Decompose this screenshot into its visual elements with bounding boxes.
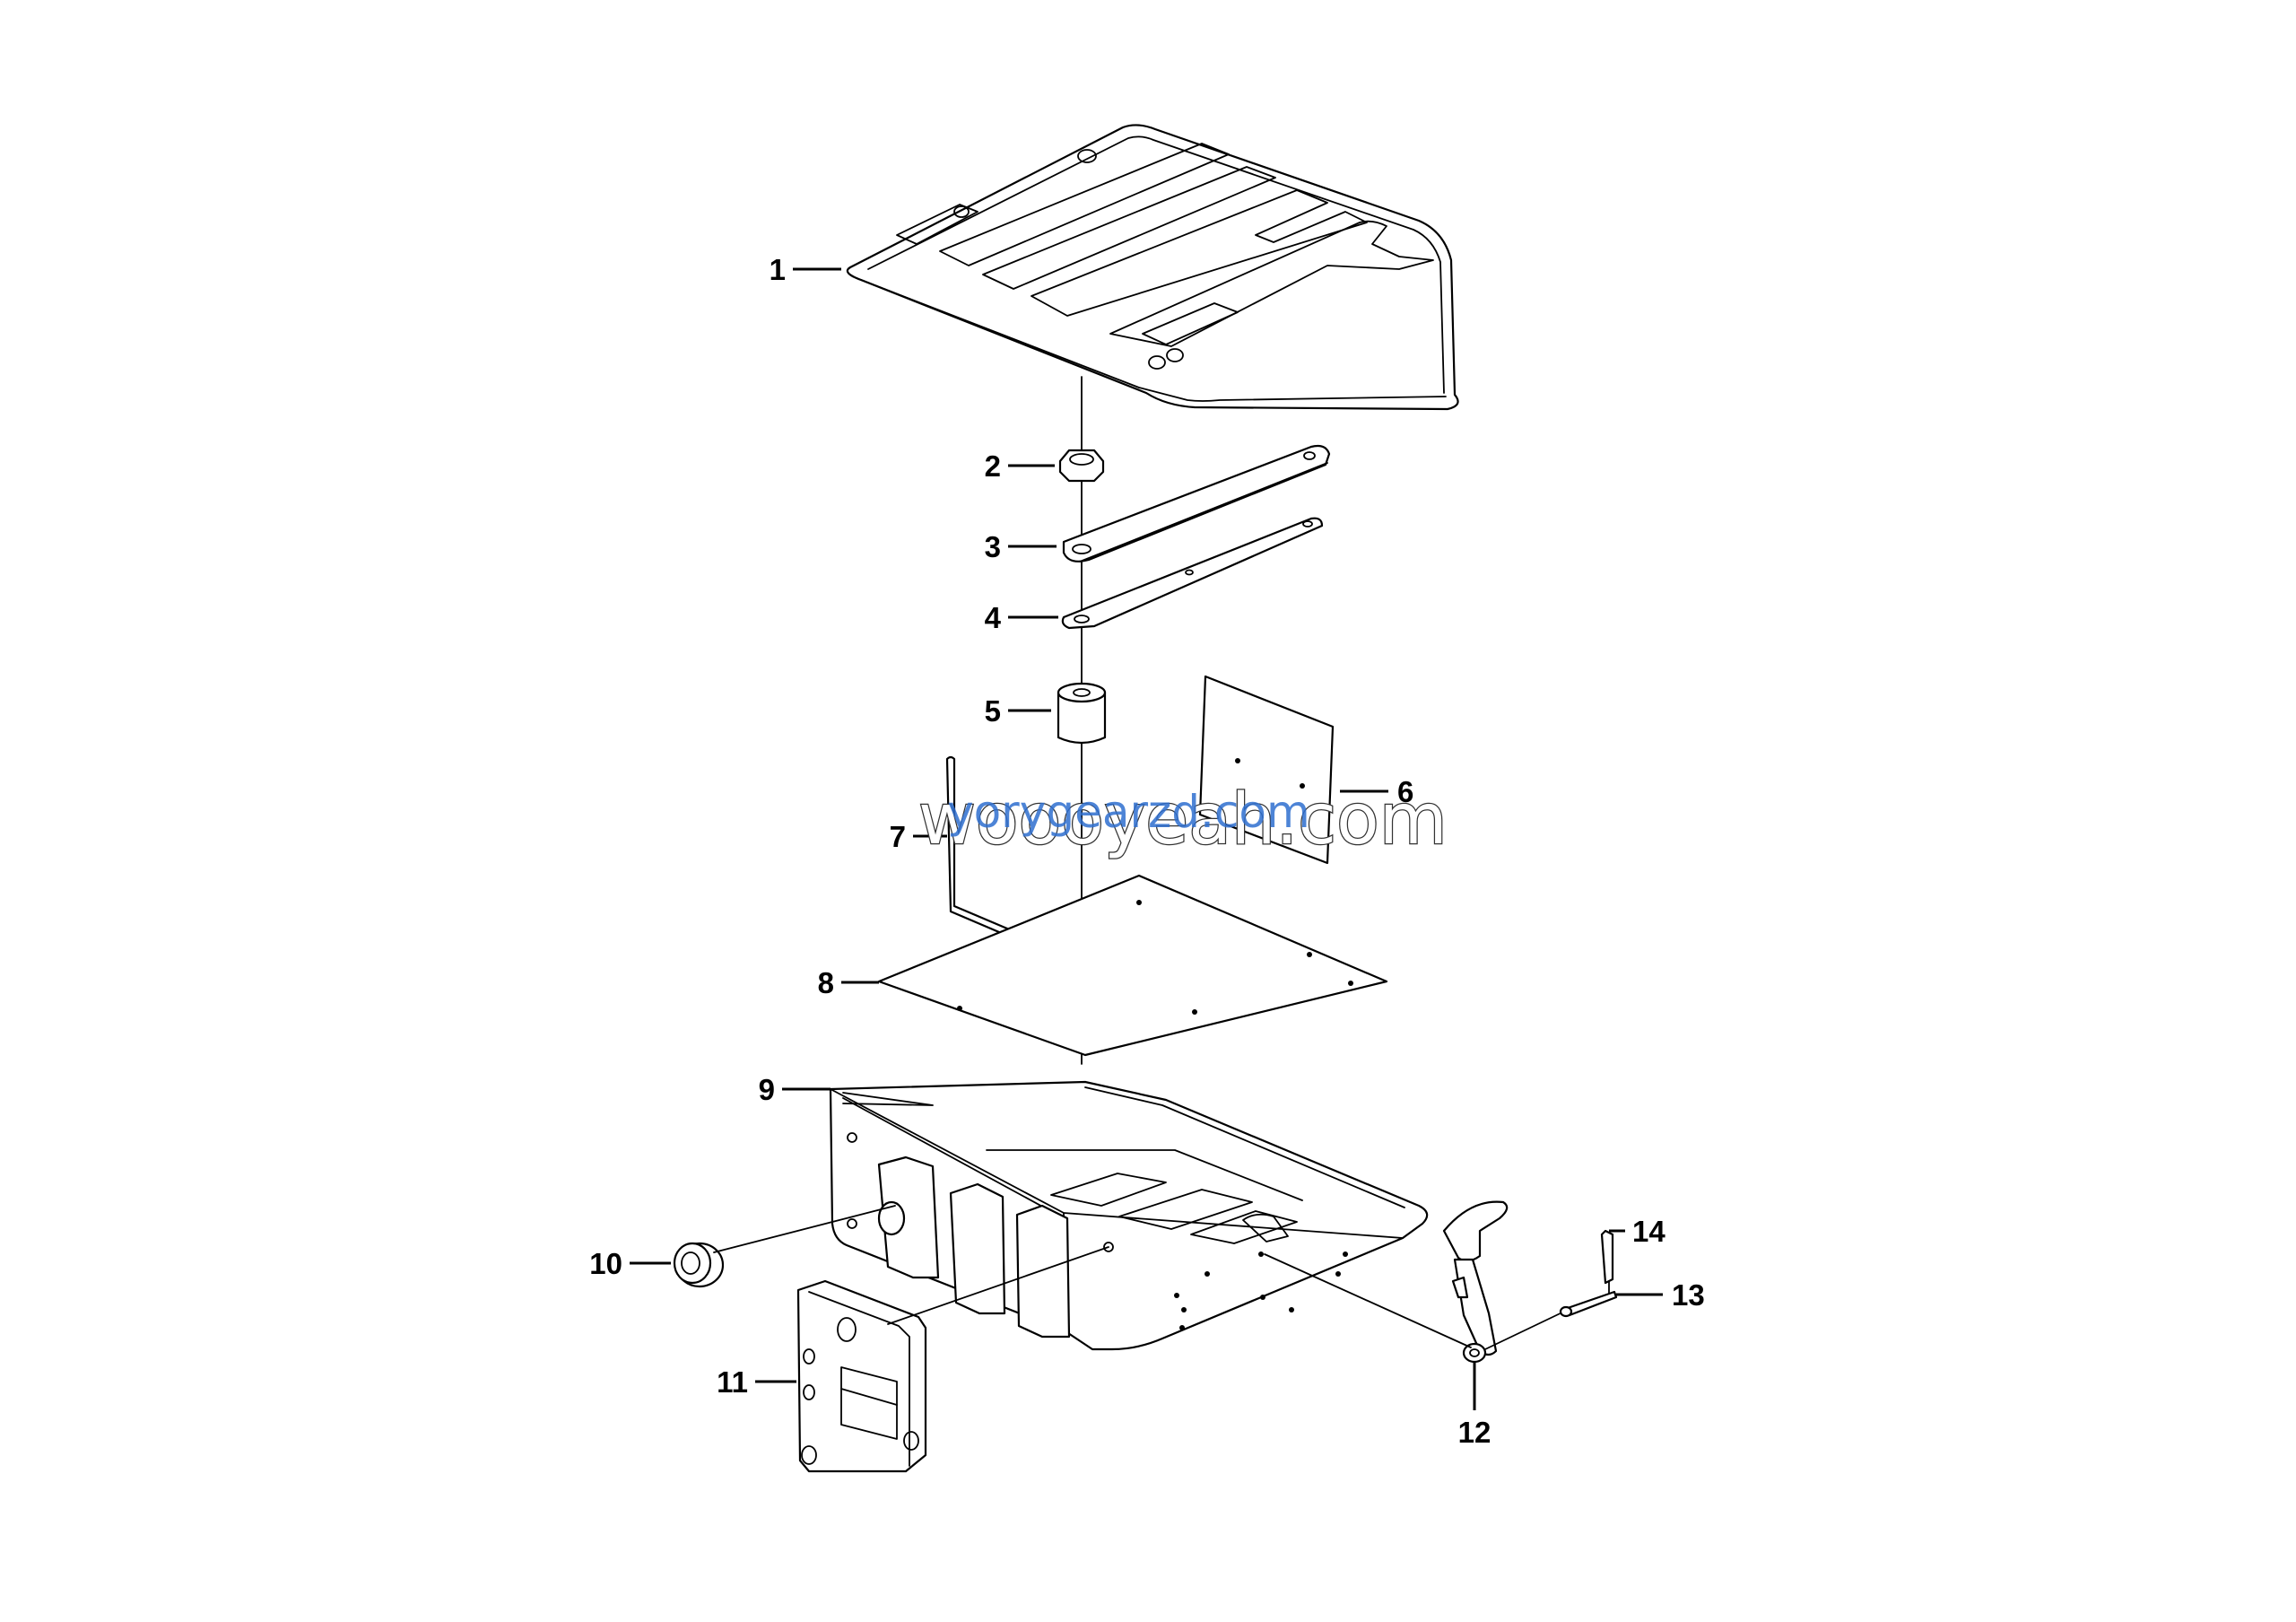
part-3-channel-bracket[interactable] bbox=[1062, 444, 1331, 562]
part-1-top-cover[interactable] bbox=[846, 124, 1459, 411]
watermark-secondary: yorygearzd.com bbox=[947, 786, 1310, 838]
part-9-tray[interactable] bbox=[829, 1080, 1429, 1351]
callout-14: 14 bbox=[1632, 1215, 1665, 1248]
callout-11: 11 bbox=[717, 1365, 748, 1399]
callout-2: 2 bbox=[985, 449, 1001, 483]
callout-4: 4 bbox=[985, 601, 1002, 634]
callout-5: 5 bbox=[985, 694, 1001, 728]
callout-9: 9 bbox=[759, 1073, 775, 1106]
callout-1: 1 bbox=[770, 253, 786, 286]
callout-8: 8 bbox=[818, 966, 834, 999]
callout-12: 12 bbox=[1458, 1416, 1492, 1449]
part-12-assembly-line bbox=[1264, 1253, 1472, 1348]
callout-3: 3 bbox=[985, 530, 1001, 563]
part-14-clip[interactable] bbox=[1600, 1229, 1614, 1285]
callout-7: 7 bbox=[890, 820, 906, 853]
part-4-flat-strip[interactable] bbox=[1061, 517, 1324, 630]
part-6-plate[interactable] bbox=[1198, 675, 1335, 865]
part-5-spacer-bushing[interactable] bbox=[1057, 682, 1107, 745]
part-13-pin[interactable] bbox=[1559, 1290, 1618, 1318]
callout-10: 10 bbox=[589, 1247, 622, 1280]
part-12-t-handle-latch[interactable] bbox=[1442, 1200, 1509, 1364]
callout-leaders bbox=[630, 267, 1663, 1410]
part-12-pin-line bbox=[1484, 1309, 1569, 1350]
watermark-primary: woooyeah.com bbox=[918, 780, 1448, 860]
part-11-hinge-block[interactable] bbox=[796, 1279, 927, 1473]
part-11-assembly-line bbox=[887, 1246, 1109, 1325]
part-10-grommet[interactable] bbox=[673, 1242, 725, 1288]
part-10-assembly-line bbox=[713, 1205, 896, 1253]
callout-13: 13 bbox=[1672, 1278, 1705, 1312]
part-2-hex-nut[interactable] bbox=[1058, 449, 1105, 483]
part-8-base-sheet[interactable] bbox=[877, 874, 1388, 1057]
callout-6: 6 bbox=[1397, 775, 1413, 808]
callout-labels: 1 2 3 4 5 6 7 8 9 10 11 12 13 14 bbox=[589, 253, 1704, 1449]
